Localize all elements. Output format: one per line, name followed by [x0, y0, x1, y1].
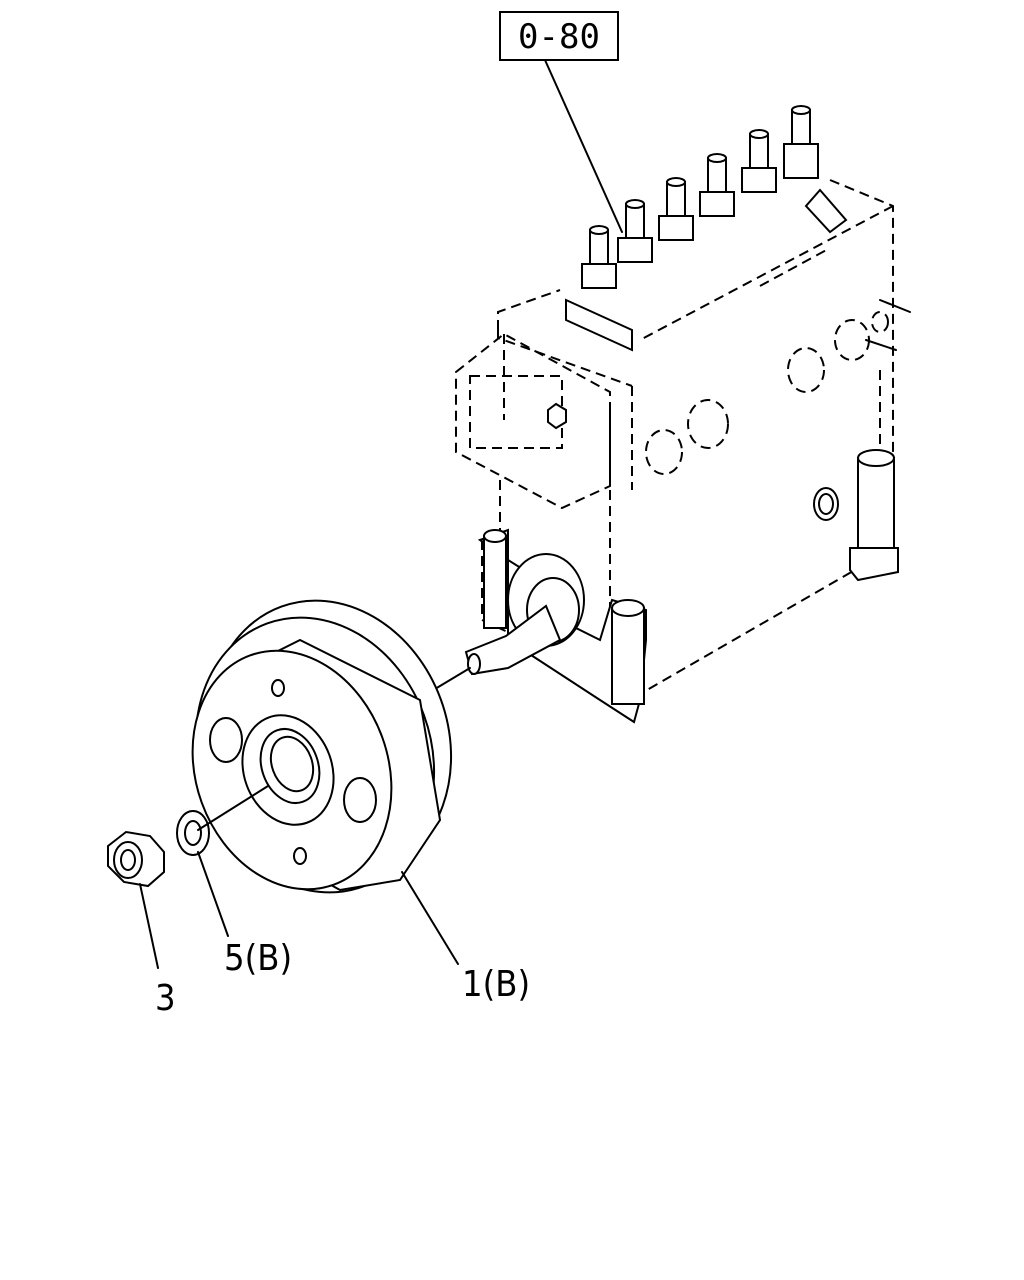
reference-box-label: 0-80 [518, 17, 600, 57]
reference-box[interactable]: 0-80 [499, 11, 619, 61]
callout-nut: 3 [155, 978, 176, 1019]
lock-washer-part[interactable] [176, 810, 210, 856]
callout-washer: 5(B) [224, 938, 292, 979]
pulley-leader-line [401, 871, 459, 965]
reference-leader-line [544, 59, 623, 233]
washer-leader-line [197, 851, 229, 937]
delivery-valve-holders [565, 105, 848, 352]
nut-leader-line [139, 883, 159, 969]
pump-side-fittings [547, 299, 911, 582]
nut-part[interactable] [107, 830, 165, 888]
washer-axis-line [197, 785, 269, 831]
pulley-part[interactable] [158, 566, 489, 926]
pump-drive-flange [464, 528, 647, 724]
callout-pulley: 1(B) [462, 964, 530, 1005]
